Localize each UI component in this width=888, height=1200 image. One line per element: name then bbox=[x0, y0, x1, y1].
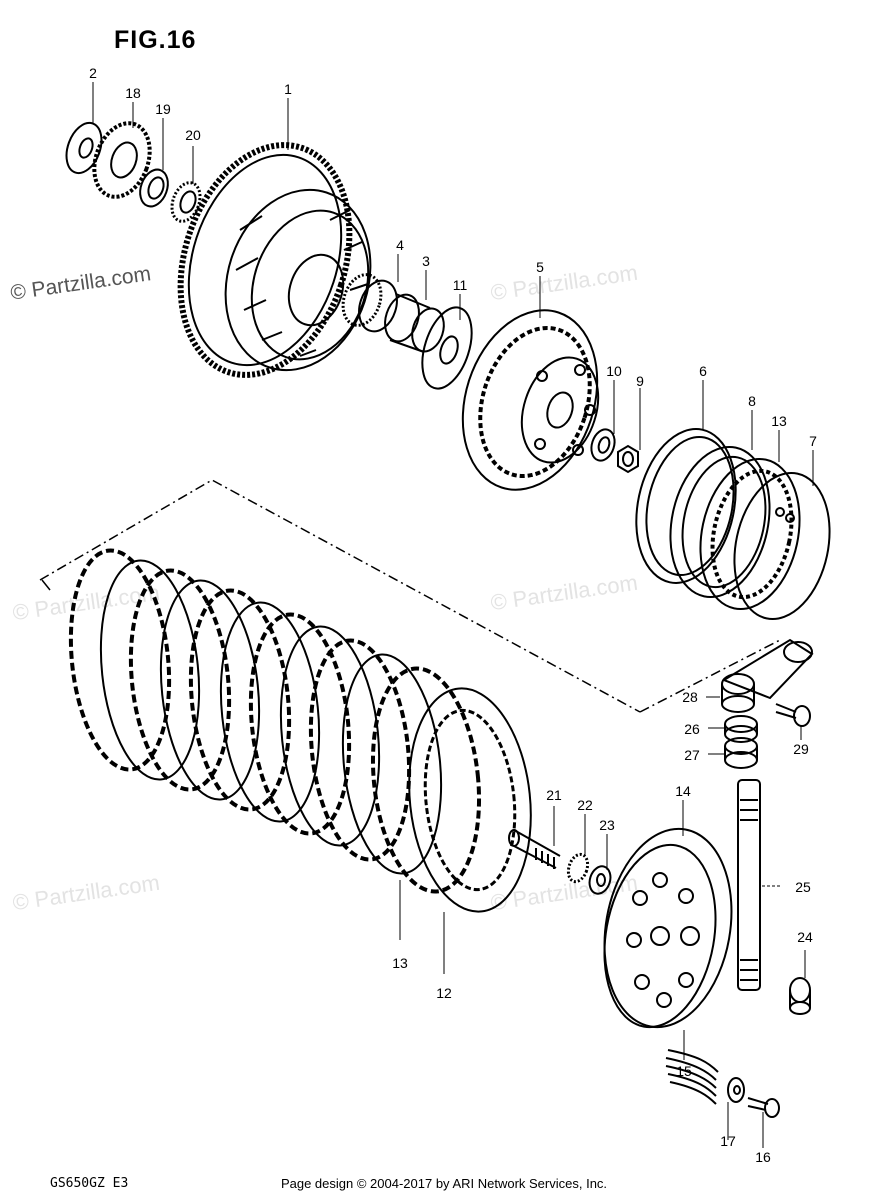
part-bearing-22 bbox=[566, 852, 590, 884]
part-lockwasher-10 bbox=[590, 428, 616, 462]
callout-3: 3 bbox=[422, 253, 430, 269]
page-credit: Page design © 2004-2017 by ARI Network S… bbox=[280, 1176, 608, 1191]
part-washer-23 bbox=[588, 865, 612, 895]
part-gear-18 bbox=[92, 121, 152, 199]
callout-2: 2 bbox=[89, 65, 97, 81]
callout-1: 1 bbox=[284, 81, 292, 97]
part-pushrod-21 bbox=[508, 829, 561, 869]
callout-14: 14 bbox=[675, 783, 691, 799]
model-code: GS650GZ E3 bbox=[50, 1176, 129, 1191]
figure-title: FIG.16 bbox=[114, 26, 197, 54]
callout-9: 9 bbox=[636, 373, 644, 389]
callout-19: 19 bbox=[155, 101, 171, 117]
part-seal-26 bbox=[724, 715, 758, 743]
leader-lines bbox=[92, 82, 814, 1148]
part-bearing-4 bbox=[341, 273, 398, 333]
part-bolt-16 bbox=[747, 1097, 780, 1118]
callout-10: 10 bbox=[606, 363, 622, 379]
part-washer-17 bbox=[727, 1077, 745, 1103]
part-push-rod-25 bbox=[737, 779, 780, 991]
callout-12: 12 bbox=[436, 985, 452, 1001]
part-spacer-19 bbox=[139, 168, 169, 208]
part-sleeve-3 bbox=[384, 293, 445, 353]
part-ring-6 bbox=[635, 428, 737, 584]
part-plate-8 bbox=[669, 445, 771, 599]
part-circlip-7 bbox=[733, 471, 831, 621]
part-clutch-hub-5 bbox=[461, 309, 600, 491]
callout-20: 20 bbox=[185, 127, 201, 143]
callout-7: 7 bbox=[809, 433, 817, 449]
part-bolt-29 bbox=[775, 703, 811, 727]
callout-29: 29 bbox=[793, 741, 809, 757]
callout-23: 23 bbox=[599, 817, 615, 833]
callout-labels: 2 18 19 20 1 4 3 11 5 10 9 6 8 13 7 14 2… bbox=[89, 65, 817, 1165]
part-release-lever-28 bbox=[721, 638, 814, 713]
callout-22: 22 bbox=[577, 797, 593, 813]
callout-6: 6 bbox=[699, 363, 707, 379]
part-nut-24 bbox=[789, 977, 811, 1015]
callout-25: 25 bbox=[795, 879, 811, 895]
part-plate-13-top bbox=[699, 457, 801, 611]
callout-8: 8 bbox=[748, 393, 756, 409]
callout-15: 15 bbox=[676, 1063, 692, 1079]
callout-13-bottom: 13 bbox=[392, 955, 408, 971]
part-nut-9 bbox=[617, 444, 639, 474]
callout-17: 17 bbox=[720, 1133, 736, 1149]
callout-21: 21 bbox=[546, 787, 562, 803]
callout-26: 26 bbox=[684, 721, 700, 737]
part-washer-11 bbox=[421, 306, 473, 390]
part-bearing-20 bbox=[170, 181, 202, 223]
part-spring-15 bbox=[665, 1049, 719, 1105]
part-pressure-plate-14 bbox=[603, 827, 733, 1029]
part-clutch-housing-1 bbox=[177, 142, 372, 378]
callout-4: 4 bbox=[396, 237, 404, 253]
part-bearing-27 bbox=[724, 737, 758, 769]
callout-16: 16 bbox=[755, 1149, 771, 1165]
callout-11: 11 bbox=[453, 277, 468, 293]
callout-24: 24 bbox=[797, 929, 813, 945]
clutch-plate-stack bbox=[68, 548, 532, 913]
callout-13-top: 13 bbox=[771, 413, 787, 429]
callout-28: 28 bbox=[682, 689, 698, 705]
callout-5: 5 bbox=[536, 259, 544, 275]
callout-18: 18 bbox=[125, 85, 141, 101]
callout-27: 27 bbox=[684, 747, 700, 763]
